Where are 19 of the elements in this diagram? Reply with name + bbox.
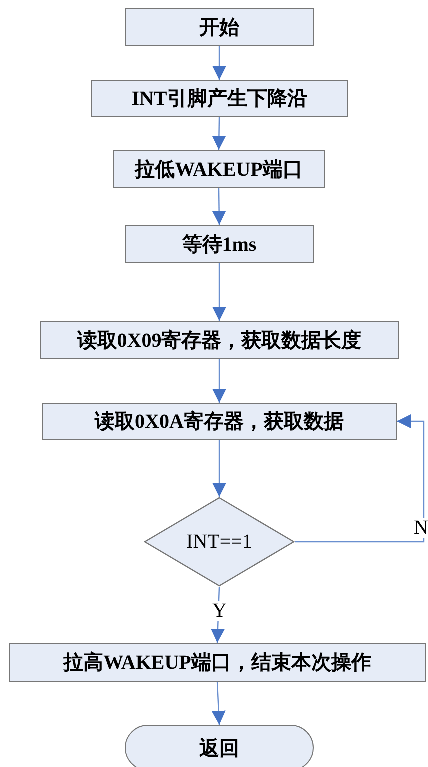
arrow bbox=[295, 414, 425, 543]
decision-diamond: INT==1 bbox=[144, 497, 295, 587]
arrow bbox=[212, 46, 226, 80]
arrow bbox=[212, 682, 226, 726]
arrow bbox=[212, 188, 226, 225]
process-box: 拉低WAKEUP端口 bbox=[113, 150, 325, 188]
arrow bbox=[212, 359, 226, 403]
arrow bbox=[212, 117, 226, 150]
process-box: 读取0X09寄存器，获取数据长度 bbox=[40, 321, 399, 359]
arrow bbox=[212, 263, 226, 321]
arrow bbox=[212, 440, 226, 497]
process-box: 开始 bbox=[125, 8, 314, 46]
edge-label: Y bbox=[212, 601, 228, 621]
edge-label: N bbox=[413, 518, 428, 538]
process-box: 等待1ms bbox=[125, 225, 314, 263]
process-box: INT引脚产生下降沿 bbox=[91, 80, 348, 117]
process-box: 拉高WAKEUP端口，结束本次操作 bbox=[9, 643, 426, 682]
terminator-box: 返回 bbox=[125, 725, 314, 767]
process-box: 读取0X0A寄存器，获取数据 bbox=[42, 403, 397, 440]
